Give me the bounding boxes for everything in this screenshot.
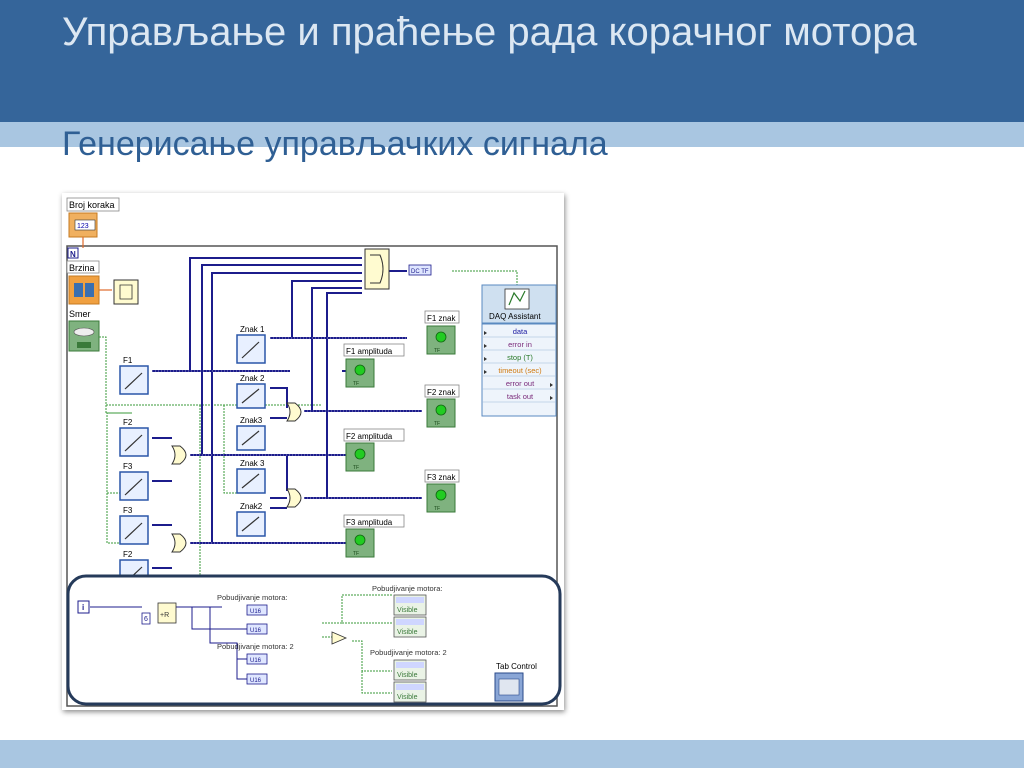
- svg-text:F1: F1: [123, 356, 133, 365]
- n-terminal: [67, 247, 79, 259]
- daq-terminal-stop: stop (T): [507, 353, 533, 362]
- broj-koraka-label: Broj koraka: [69, 200, 115, 210]
- quotient-remainder-node: [157, 602, 177, 624]
- svg-text:F3 amplituda: F3 amplituda: [346, 518, 393, 527]
- daq-terminal-task-out: task out: [507, 392, 534, 401]
- svg-text:TF: TF: [353, 551, 359, 557]
- svg-text:F2 amplituda: F2 amplituda: [346, 432, 393, 441]
- slide-subtitle: Генерисање управљачких сигнала: [62, 125, 608, 163]
- svg-text:F1 znak: F1 znak: [427, 314, 456, 323]
- property-node-1[interactable]: Visible: [393, 594, 427, 616]
- slide-title: Управљање и праћење рада корачног мотора: [62, 10, 917, 54]
- property-node-4[interactable]: Visible: [393, 681, 427, 703]
- svg-text:Tab Control: Tab Control: [496, 662, 537, 671]
- svg-text:U16: U16: [250, 658, 262, 664]
- svg-text:TF: TF: [434, 421, 440, 427]
- daq-terminal-error-in: error in: [508, 340, 532, 349]
- compound-arithmetic-nodes: [171, 402, 302, 553]
- daq-terminal-error-out: error out: [506, 379, 535, 388]
- build-array-node: [364, 248, 390, 290]
- subvi-znak-3[interactable]: Znak 3: [236, 459, 266, 494]
- i-terminal: i: [77, 600, 90, 614]
- smer-label: Smer: [69, 309, 91, 319]
- property-node-3[interactable]: Visible: [393, 659, 427, 681]
- numeric-glyph: 123: [77, 223, 89, 230]
- property-node-2[interactable]: Visible: [393, 616, 427, 638]
- bottom-bar: [0, 740, 1024, 768]
- subvi-znak2[interactable]: Znak2: [236, 502, 266, 537]
- svg-text:i: i: [82, 603, 84, 612]
- daq-assistant[interactable]: DAQ Assistant data error in stop (T) tim…: [481, 284, 557, 417]
- title-bar: [0, 0, 1024, 122]
- daq-icon: [504, 288, 530, 310]
- block-diagram-canvas: Broj koraka 123 N Brzina Smer: [66, 197, 562, 707]
- brzina-label: Brzina: [69, 263, 95, 273]
- svg-text:F3: F3: [123, 506, 133, 515]
- svg-text:Znak3: Znak3: [240, 416, 263, 425]
- subvi-znak-2[interactable]: Znak 2: [236, 374, 266, 409]
- not-gate: [331, 631, 348, 645]
- svg-text:Znak 3: Znak 3: [240, 459, 265, 468]
- pobudjivanje-2-property-label: Pobudjivanje motora: 2: [370, 648, 447, 657]
- svg-text:DAQ Assistant: DAQ Assistant: [489, 312, 541, 321]
- svg-text:TF: TF: [434, 348, 440, 354]
- svg-text:U16: U16: [250, 609, 262, 615]
- svg-text:F3: F3: [123, 462, 133, 471]
- brzina-control[interactable]: Brzina: [66, 260, 100, 305]
- indicator-f2-amplituda: F2 amplituda TF: [343, 428, 405, 472]
- subvi-f3-bottom[interactable]: F3: [119, 506, 149, 545]
- svg-text:F2: F2: [123, 550, 133, 559]
- lower-wires: [90, 606, 247, 680]
- smer-control[interactable]: Smer: [68, 309, 100, 352]
- svg-text:Visible: Visible: [397, 694, 418, 701]
- svg-text:F3 znak: F3 znak: [427, 473, 456, 482]
- svg-text:Znak 2: Znak 2: [240, 374, 265, 383]
- numeric-constant-6[interactable]: [141, 612, 151, 625]
- svg-text:F2 znak: F2 znak: [427, 388, 456, 397]
- svg-text:+R: +R: [160, 612, 169, 619]
- svg-text:TF: TF: [434, 506, 440, 512]
- labview-block-diagram-screenshot: Broj koraka 123 N Brzina Smer: [62, 193, 564, 710]
- svg-text:U16: U16: [250, 628, 262, 634]
- svg-text:Znak 1: Znak 1: [240, 325, 265, 334]
- pobudjivanje-2-label: Pobudjivanje motora: 2: [217, 642, 294, 651]
- indicator-f1-amplituda: F1 amplituda TF: [343, 343, 405, 388]
- pobudjivanje-1-property-label: Pobudjivanje motora:: [372, 584, 442, 593]
- conversion-node: [408, 264, 432, 276]
- broj-koraka-control[interactable]: Broj koraka 123: [66, 197, 120, 238]
- svg-text:Znak2: Znak2: [240, 502, 263, 511]
- svg-text:6: 6: [144, 616, 148, 623]
- svg-text:TF: TF: [353, 381, 359, 387]
- subvi-znak-1[interactable]: Znak 1: [236, 325, 266, 364]
- highlight-frame: [66, 574, 562, 706]
- subvi-znak3[interactable]: Znak3: [236, 416, 266, 451]
- svg-text:Visible: Visible: [397, 629, 418, 636]
- indicator-f3-znak: F3 znak TF: [424, 469, 460, 513]
- subvi-f1[interactable]: F1: [119, 356, 149, 395]
- svg-text:Visible: Visible: [397, 672, 418, 679]
- svg-text:N: N: [70, 250, 76, 259]
- indicator-f1-znak: F1 znak TF: [424, 310, 460, 355]
- svg-text:DC TF: DC TF: [411, 269, 429, 275]
- daq-terminal-timeout: timeout (sec): [498, 366, 542, 375]
- tab-control-terminal[interactable]: Tab Control: [494, 662, 537, 702]
- svg-text:TF: TF: [353, 465, 359, 471]
- svg-text:Visible: Visible: [397, 607, 418, 614]
- svg-text:F1 amplituda: F1 amplituda: [346, 347, 393, 356]
- title-underline-band: [0, 122, 1024, 147]
- svg-text:U16: U16: [250, 678, 262, 684]
- u16-nodes: U16 U16 U16 U16: [246, 604, 268, 685]
- svg-text:F2: F2: [123, 418, 133, 427]
- indicator-f3-amplituda: F3 amplituda TF: [343, 514, 405, 558]
- subvi-f3-top[interactable]: F3: [119, 462, 149, 501]
- daq-terminal-data: data: [513, 327, 528, 336]
- scale-subvi-icon: [113, 279, 139, 305]
- indicator-f2-znak: F2 znak TF: [424, 384, 460, 428]
- pobudjivanje-1-label: Pobudjivanje motora:: [217, 593, 287, 602]
- subvi-f2-top[interactable]: F2: [119, 418, 149, 457]
